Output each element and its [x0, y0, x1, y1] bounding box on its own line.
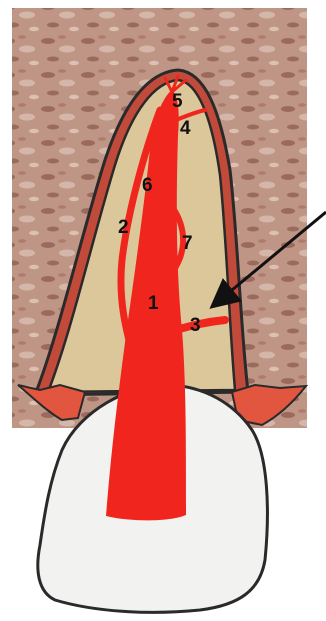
label-canal-5: 5 [172, 91, 183, 112]
label-canal-6: 6 [142, 175, 153, 196]
label-canal-2: 2 [118, 217, 129, 238]
label-canal-1: 1 [148, 293, 159, 314]
label-canal-7: 7 [182, 233, 193, 254]
label-canal-4: 4 [180, 118, 191, 139]
label-canal-3: 3 [190, 315, 201, 336]
